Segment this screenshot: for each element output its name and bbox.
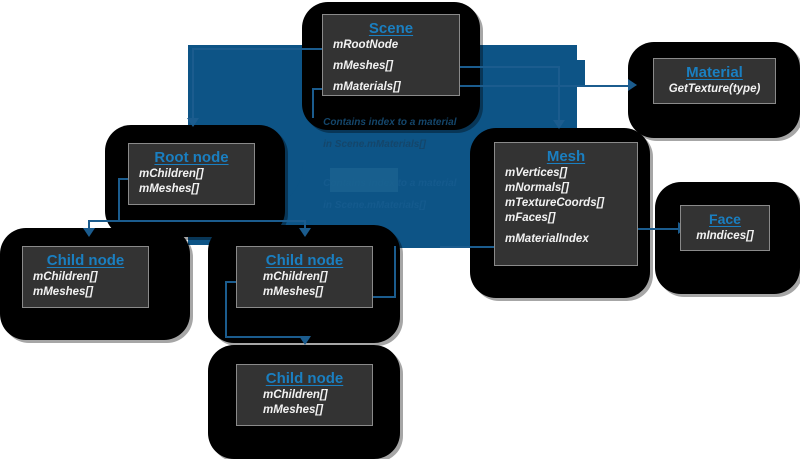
arrowhead-to-child-node-left (83, 228, 95, 237)
connector-scene-mmeshes-v (558, 66, 560, 122)
node-child-node-left-member-1: mMeshes[] (33, 286, 94, 298)
connector-scene-rootnode-v (192, 48, 194, 120)
node-face-member-0: mIndices[] (696, 230, 754, 242)
connector-scene-rootnode-h (192, 48, 338, 50)
node-child-node-left[interactable]: Child node mChildren[] mMeshes[] (22, 246, 149, 308)
node-root-node[interactable]: Root node mChildren[] mMeshes[] (128, 143, 255, 205)
connector-rootnode-children-bus (88, 220, 306, 222)
arrowhead-to-child-node-middle (299, 228, 311, 237)
material-index-note-line1: Contains index to a material (323, 117, 457, 128)
node-mesh-member-2: mTextureCoords[] (505, 197, 605, 209)
node-root-node-member-1: mMeshes[] (139, 183, 200, 195)
node-mesh-member-1: mNormals[] (505, 182, 569, 194)
node-scene-member-0: mRootNode (333, 39, 399, 51)
node-child-node-bottom-title: Child node (265, 370, 344, 387)
node-child-node-bottom[interactable]: Child node mChildren[] mMeshes[] (236, 364, 373, 426)
connector-mesh-mmaterialindex-h (440, 246, 510, 248)
node-child-node-middle-title: Child node (265, 252, 344, 269)
node-child-node-middle[interactable]: Child node mChildren[] mMeshes[] (236, 246, 373, 308)
connector-childmid-children-bus (225, 336, 305, 338)
connector-mmaterialindex-up (312, 88, 314, 118)
node-face-title: Face (709, 211, 741, 227)
ghost-note-occluder (330, 168, 398, 192)
material-index-note-line2: in Scene.mMaterials[] (323, 139, 426, 150)
connector-to-childmid-v (304, 220, 306, 232)
node-material-member-0: GetTexture(type) (668, 83, 761, 95)
arrowhead-to-child-node-bottom (299, 336, 311, 345)
node-child-node-left-member-0: mChildren[] (33, 271, 98, 283)
node-child-node-middle-member-0: mChildren[] (263, 271, 328, 283)
arrowhead-to-root-node (187, 118, 199, 127)
node-root-node-member-0: mChildren[] (139, 168, 204, 180)
node-mesh-title: Mesh (546, 148, 586, 165)
node-mesh-member-4: mMaterialIndex (505, 233, 589, 245)
connector-childmid-children-v (225, 281, 227, 338)
node-scene-title: Scene (368, 20, 414, 37)
node-face[interactable]: Face mIndices[] (680, 205, 770, 251)
node-child-node-bottom-member-1: mMeshes[] (263, 404, 324, 416)
connector-scene-mmeshes-h (432, 66, 560, 68)
connector-rootnode-children-v (118, 178, 120, 222)
node-child-node-middle-member-1: mMeshes[] (263, 286, 324, 298)
node-child-node-left-title: Child node (46, 252, 125, 269)
ghost-note-line2: in Scene.mMaterials[] (323, 200, 426, 211)
node-mesh-member-3: mFaces[] (505, 212, 556, 224)
node-material[interactable]: Material GetTexture(type) (653, 58, 776, 104)
backdrop-shape-right (480, 60, 585, 85)
node-root-node-title: Root node (154, 149, 229, 166)
node-child-node-bottom-member-0: mChildren[] (263, 389, 328, 401)
connector-to-childleft-v (88, 220, 90, 232)
node-scene-member-2: mMaterials[] (333, 81, 401, 93)
arrowhead-to-material (628, 79, 637, 91)
node-scene[interactable]: Scene mRootNode mMeshes[] mMaterials[] (322, 14, 460, 96)
arrowhead-to-mesh (553, 120, 565, 129)
node-scene-member-1: mMeshes[] (333, 60, 394, 72)
connector-childmid-meshes-v (394, 246, 396, 298)
node-material-title: Material (686, 64, 743, 81)
material-index-note: Contains index to a material in Scene.mM… (312, 106, 457, 161)
node-mesh-member-0: mVertices[] (505, 167, 568, 179)
connector-scene-mmaterials-h (432, 85, 630, 87)
node-mesh[interactable]: Mesh mVertices[] mNormals[] mTextureCoor… (494, 142, 638, 266)
